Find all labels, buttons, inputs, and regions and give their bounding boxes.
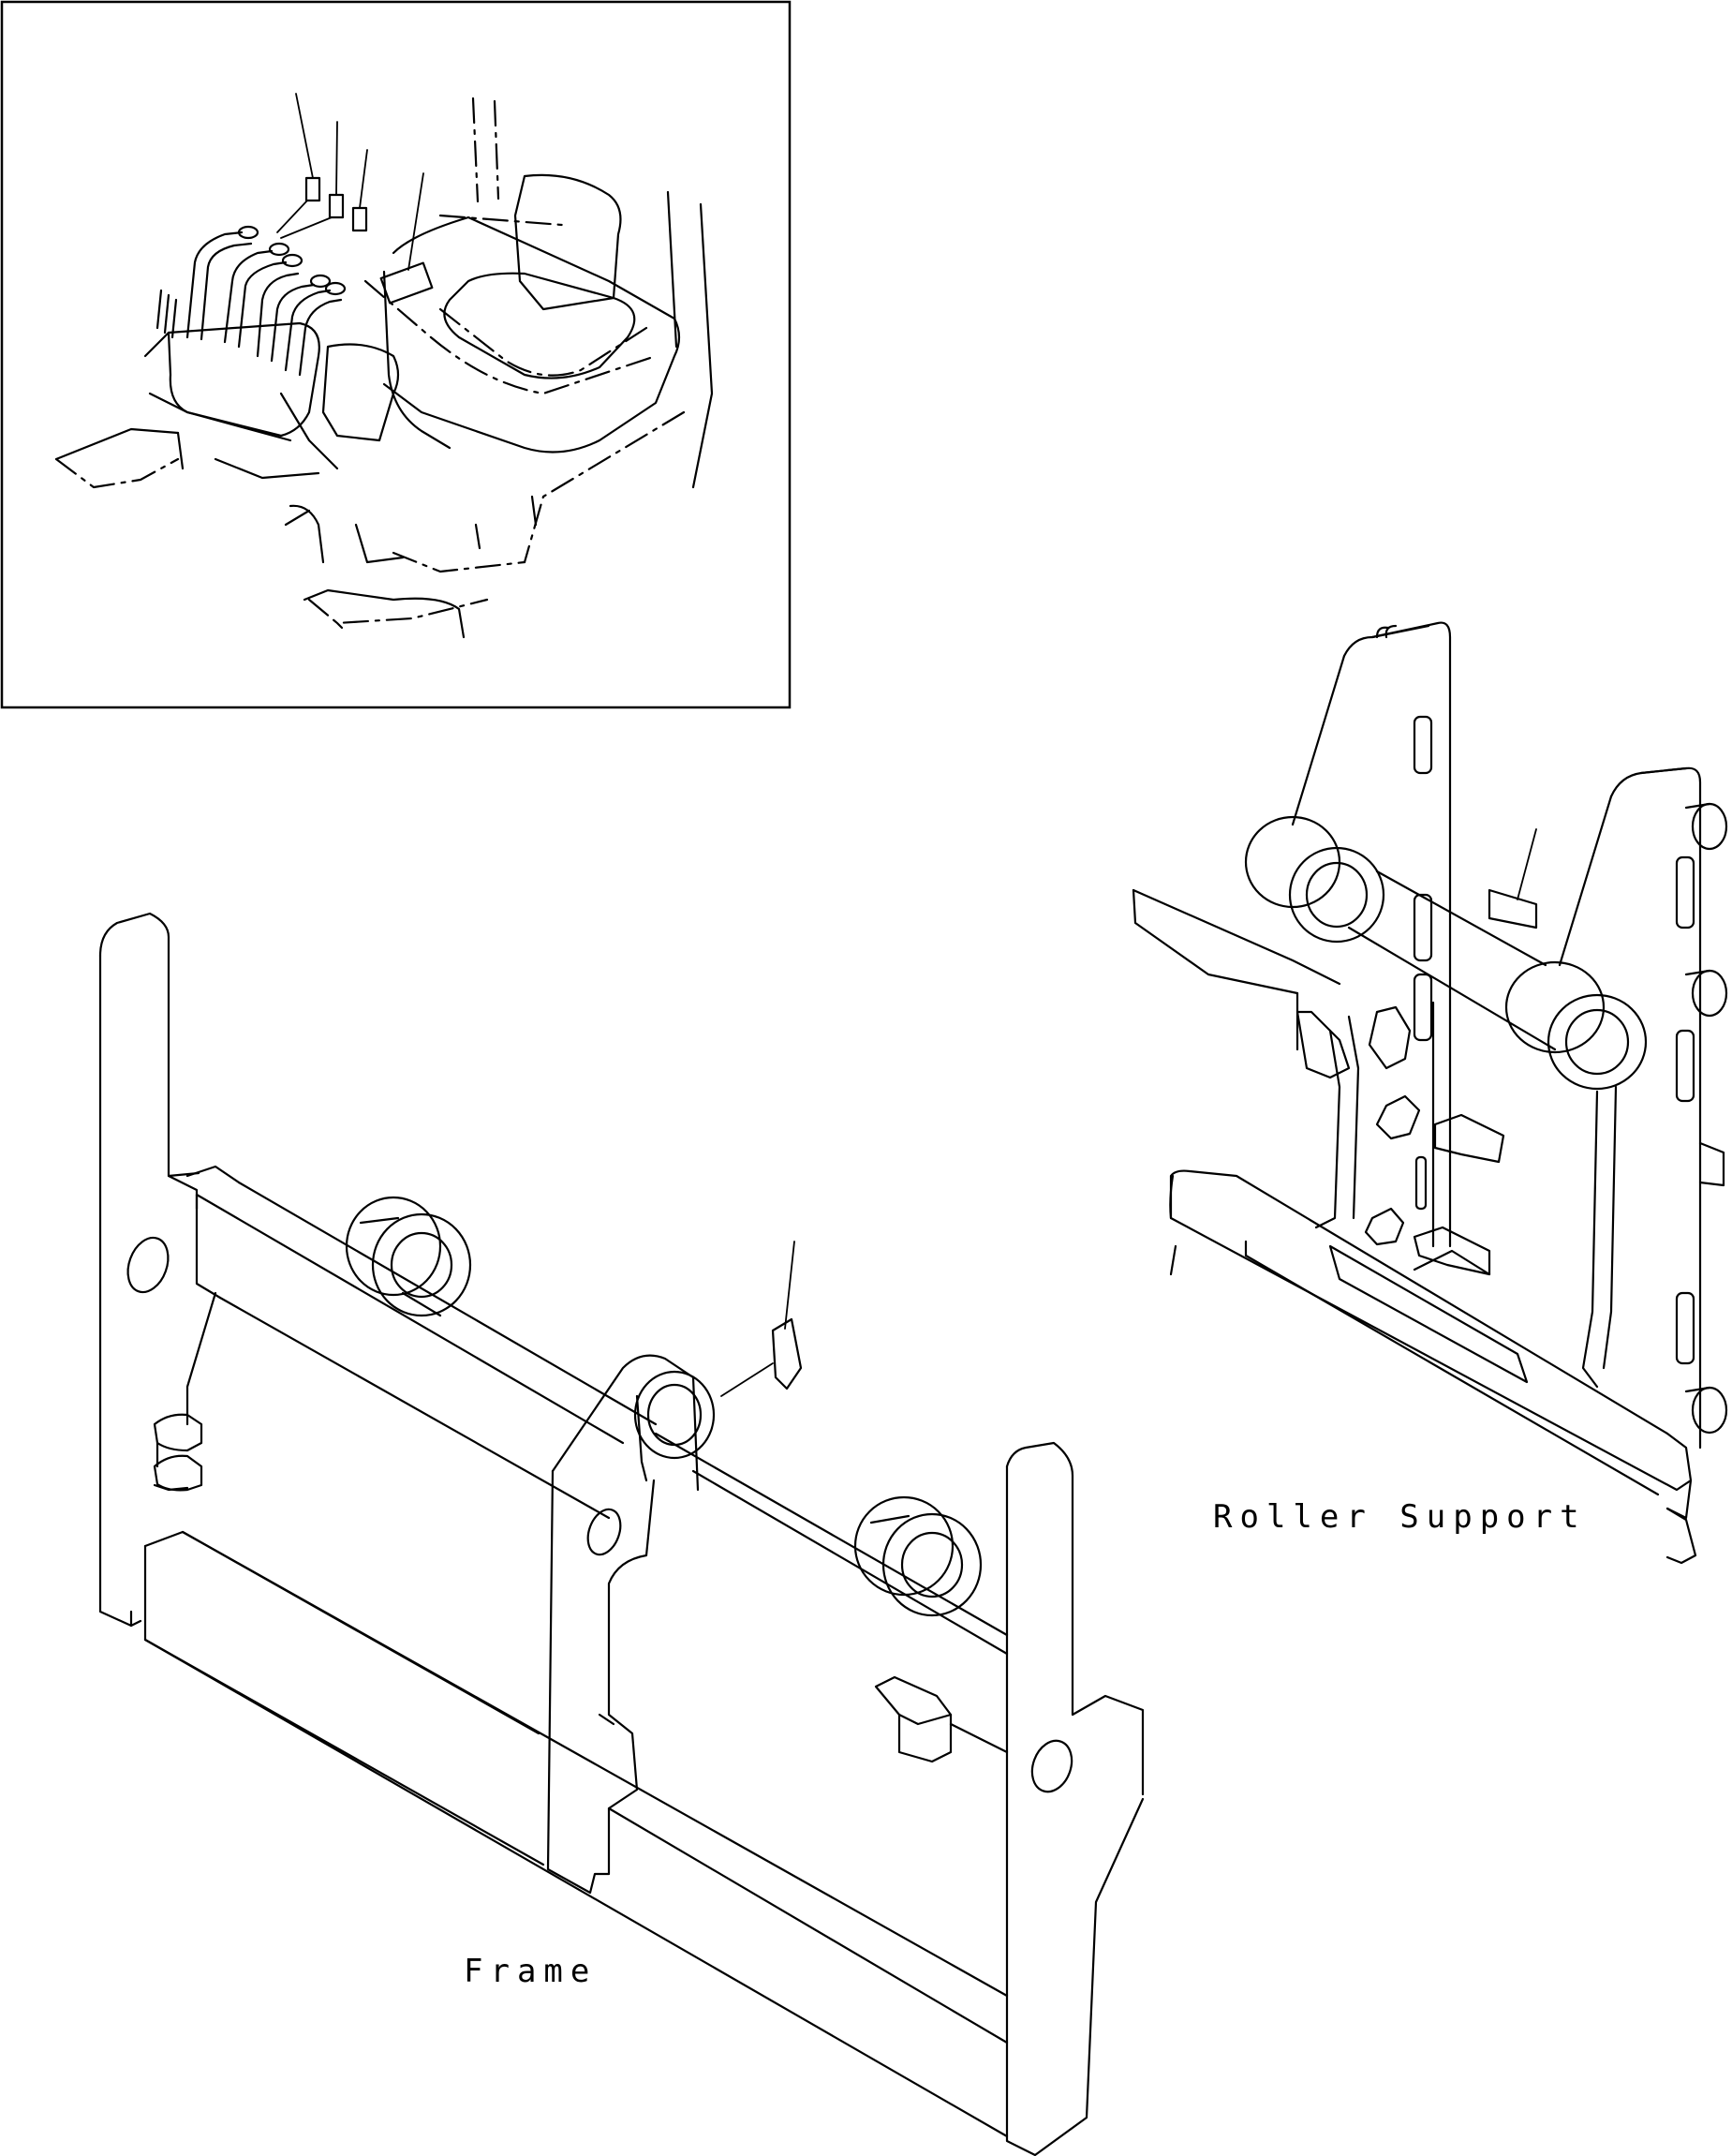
frame-label: Frame [464, 1953, 597, 1990]
frame-drawing [98, 912, 1145, 2156]
inset-border [0, 0, 792, 709]
control-console [143, 225, 400, 442]
inset-structure [54, 97, 714, 639]
inset-operator-view [0, 0, 792, 709]
inset-decals [276, 93, 424, 271]
operator-seat [363, 173, 681, 454]
roller-support-drawing [1132, 621, 1728, 1565]
roller-support-label: Roller Support [1213, 1498, 1587, 1536]
